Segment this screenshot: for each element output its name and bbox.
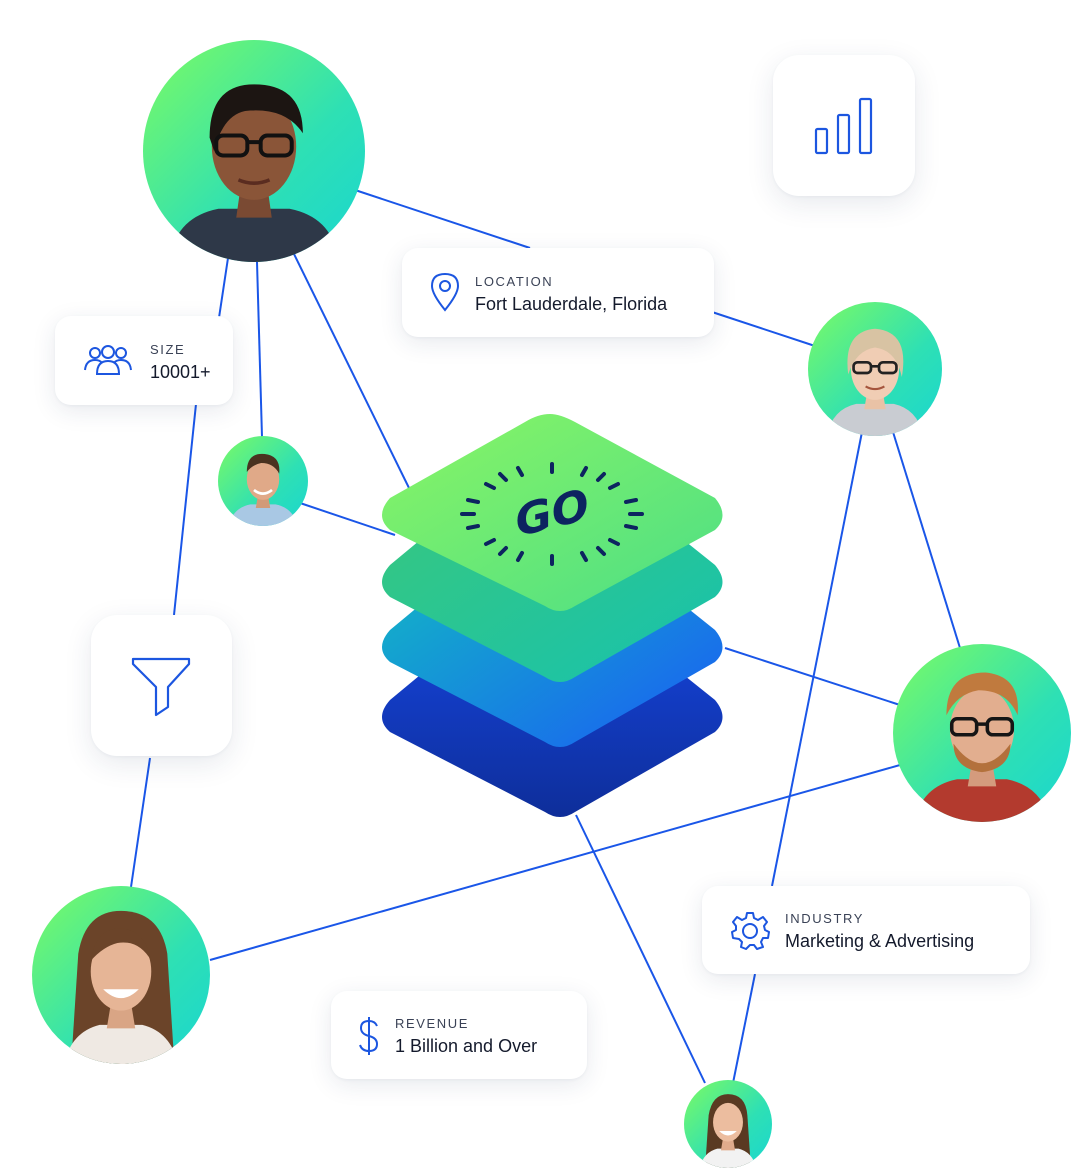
- avatar-man-beard-glasses: [893, 644, 1071, 822]
- revenue-card: REVENUE 1 Billion and Over: [331, 991, 587, 1079]
- network-line: [173, 403, 197, 616]
- gear-icon: [731, 912, 770, 950]
- industry-value: Marketing & Advertising: [785, 931, 975, 951]
- network-line: [724, 647, 901, 706]
- avatar-young-woman: [32, 886, 210, 1064]
- revenue-value: 1 Billion and Over: [395, 1036, 538, 1056]
- avatar-older-woman: [808, 302, 942, 436]
- network-line: [354, 189, 531, 249]
- network-line: [892, 431, 961, 649]
- avatar-woman-glasses: [143, 40, 365, 262]
- stack-layer-top: [382, 414, 723, 611]
- avatar-man-smiling: [218, 436, 308, 526]
- network-line: [575, 814, 706, 1084]
- people-group-icon: [84, 345, 132, 375]
- size-label: SIZE: [150, 342, 186, 357]
- network-line: [711, 311, 816, 347]
- dollar-icon: [359, 1017, 379, 1055]
- network-line: [732, 973, 756, 1084]
- location-value: Fort Lauderdale, Florida: [475, 294, 668, 314]
- layered-stack-logo: GO: [382, 414, 723, 817]
- industry-label: INDUSTRY: [785, 911, 865, 926]
- network-line: [209, 764, 901, 961]
- funnel-icon: [131, 657, 191, 717]
- industry-card: INDUSTRY Marketing & Advertising: [702, 886, 1030, 974]
- network-line: [130, 757, 151, 888]
- size-card: SIZE 10001+: [55, 316, 233, 405]
- bar-chart-icon: [814, 97, 873, 155]
- size-value: 10001+: [150, 362, 211, 382]
- network-line: [299, 502, 396, 536]
- location-label: LOCATION: [475, 274, 554, 289]
- network-line: [256, 261, 263, 438]
- avatar-woman-bottom: [684, 1080, 772, 1168]
- analytics-tile: [773, 55, 915, 196]
- revenue-label: REVENUE: [395, 1016, 470, 1031]
- network-line: [292, 251, 411, 491]
- network-line: [771, 431, 863, 887]
- location-card: LOCATION Fort Lauderdale, Florida: [402, 248, 714, 337]
- map-pin-icon: [430, 272, 460, 312]
- filter-tile: [91, 615, 232, 756]
